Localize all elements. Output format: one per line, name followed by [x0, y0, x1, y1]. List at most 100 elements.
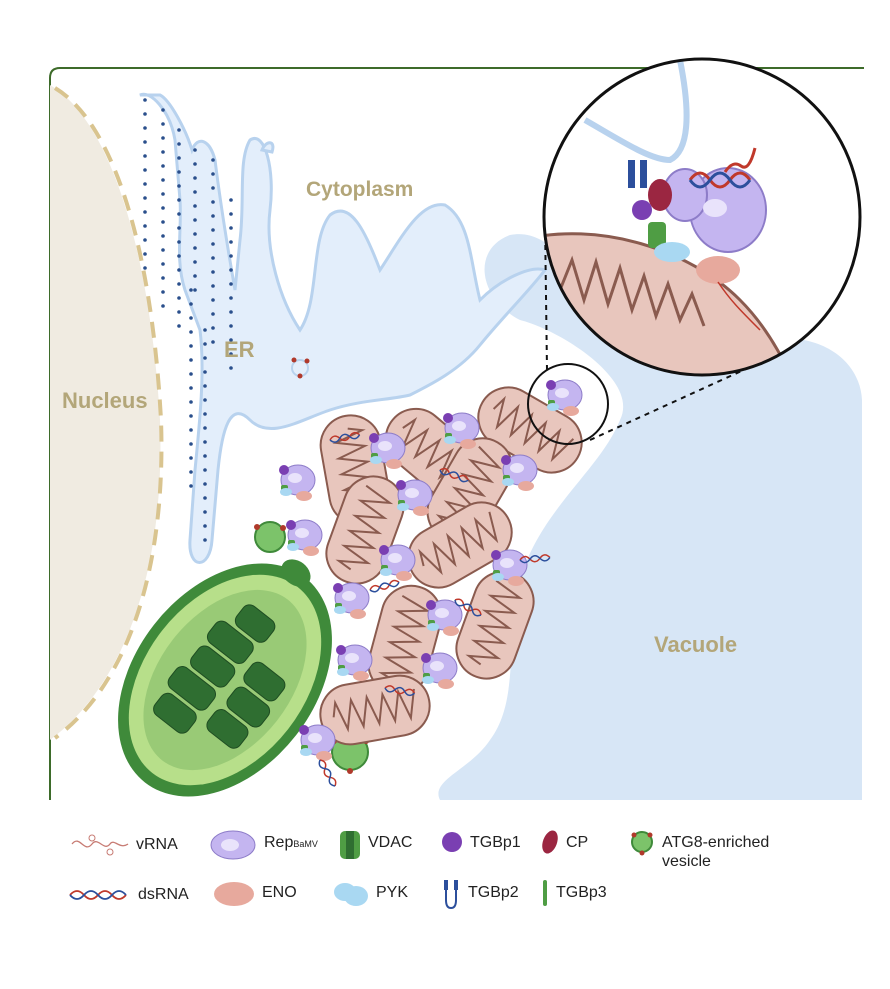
ribosome-dot — [143, 182, 147, 186]
ribosome-dot — [189, 372, 193, 376]
ribosome-dot — [143, 126, 147, 130]
ribosome-dot — [177, 198, 181, 202]
ribosome-dot — [177, 170, 181, 174]
tgbp1-icon — [442, 832, 462, 852]
ribosome-dot — [143, 252, 147, 256]
atg8-vesicle — [254, 521, 286, 553]
ribosome-dot — [193, 246, 197, 250]
cell-wall — [49, 67, 864, 800]
ribosome-dot — [189, 316, 193, 320]
ribosome-dot — [161, 304, 165, 308]
ribosome-dot — [177, 226, 181, 230]
ribosome-dot — [189, 484, 193, 488]
ribosome-dot — [229, 226, 233, 230]
ribosome-dot — [189, 442, 193, 446]
cytoplasm-label: Cytoplasm — [306, 178, 413, 201]
cp-icon — [542, 830, 558, 854]
endoplasmic-reticulum — [139, 92, 548, 564]
legend-label: CP — [566, 834, 589, 851]
ribosome-dot — [229, 198, 233, 202]
vacuole — [438, 234, 862, 800]
ribosome-dot — [211, 158, 215, 162]
legend-item-pyk: PYK — [332, 878, 408, 910]
legend-label: TGBp2 — [468, 884, 519, 901]
ribosome-dot — [211, 172, 215, 176]
legend-item-cp: CP — [540, 828, 588, 858]
ribosome-dot — [203, 398, 207, 402]
ribosome-dot — [211, 242, 215, 246]
ribosome-dot — [211, 200, 215, 204]
ribosome-dot — [203, 496, 207, 500]
ribosome-dot — [203, 468, 207, 472]
tgbp2-icon — [444, 880, 458, 910]
ribosome-dot — [193, 190, 197, 194]
ribosome-dot — [203, 482, 207, 486]
legend-item-tgbp2: TGBp2 — [440, 878, 519, 912]
zoom-inset — [542, 57, 862, 377]
eno-icon — [214, 882, 254, 906]
ribosome-dot — [143, 196, 147, 200]
ribosome-dot — [203, 370, 207, 374]
ribosome-dot — [203, 538, 207, 542]
ribosome-dot — [189, 302, 193, 306]
ribosome-dot — [211, 270, 215, 274]
ribosome-dot — [211, 298, 215, 302]
ribosome-dot — [189, 456, 193, 460]
ribosome-dot — [161, 290, 165, 294]
legend-item-dsrna: dsRNA — [68, 880, 189, 910]
ribosome-dot — [161, 220, 165, 224]
legend-item-tgbp3: TGBp3 — [540, 878, 607, 910]
ribosome-dot — [229, 338, 233, 342]
ribosome-dot — [143, 168, 147, 172]
chloroplast — [118, 559, 332, 797]
ribosome-dot — [161, 206, 165, 210]
vrna-icon — [71, 834, 129, 856]
legend-label: vRNA — [136, 836, 178, 853]
legend-label: PYK — [376, 884, 409, 901]
legend-label: Rep — [264, 834, 294, 851]
legend-label-line2: vesicle — [662, 853, 711, 870]
ribosome-dot — [143, 154, 147, 158]
vdac-icon — [340, 831, 360, 859]
ribosome-dot — [177, 156, 181, 160]
legend-item-vdac: VDAC — [338, 828, 412, 862]
tgbp3-icon — [543, 880, 547, 906]
ribosome-dot — [203, 356, 207, 360]
ribosome-dot — [161, 234, 165, 238]
ribosome-dot — [193, 274, 197, 278]
ribosome-dot — [143, 210, 147, 214]
ribosome-dot — [161, 248, 165, 252]
dsrna-icon — [69, 890, 127, 900]
ribosome-dot — [161, 136, 165, 140]
ribosome-dot — [143, 238, 147, 242]
ribosome-dot — [203, 454, 207, 458]
ribosome-dot — [193, 148, 197, 152]
ribosome-dot — [211, 256, 215, 260]
legend-label: TGBp3 — [556, 884, 607, 901]
ribosome-dot — [161, 262, 165, 266]
ribosome-dot — [161, 122, 165, 126]
legend-item-tgbp1: TGBp1 — [440, 828, 521, 858]
er-label: ER — [224, 337, 255, 362]
ribosome-dot — [143, 266, 147, 270]
ribosome-dot — [193, 162, 197, 166]
ribosome-dot — [189, 400, 193, 404]
ribosome-dot — [161, 108, 165, 112]
legend-sub: BaMV — [293, 839, 318, 849]
ribosome-dot — [211, 312, 215, 316]
ribosome-dot — [203, 524, 207, 528]
ribosome-dot — [177, 184, 181, 188]
legend-label: dsRNA — [138, 886, 189, 903]
ribosome-dot — [211, 340, 215, 344]
ribosome-dot — [143, 98, 147, 102]
nucleus-label: Nucleus — [62, 388, 148, 413]
ribosome-dot — [189, 330, 193, 334]
ribosome-dot — [229, 366, 233, 370]
ribosome-dot — [189, 414, 193, 418]
ribosome-dot — [203, 342, 207, 346]
ribosome-dot — [143, 140, 147, 144]
legend-item-rep: RepBaMV — [208, 828, 318, 862]
ribosome-dot — [193, 176, 197, 180]
ribosome-dot — [193, 260, 197, 264]
